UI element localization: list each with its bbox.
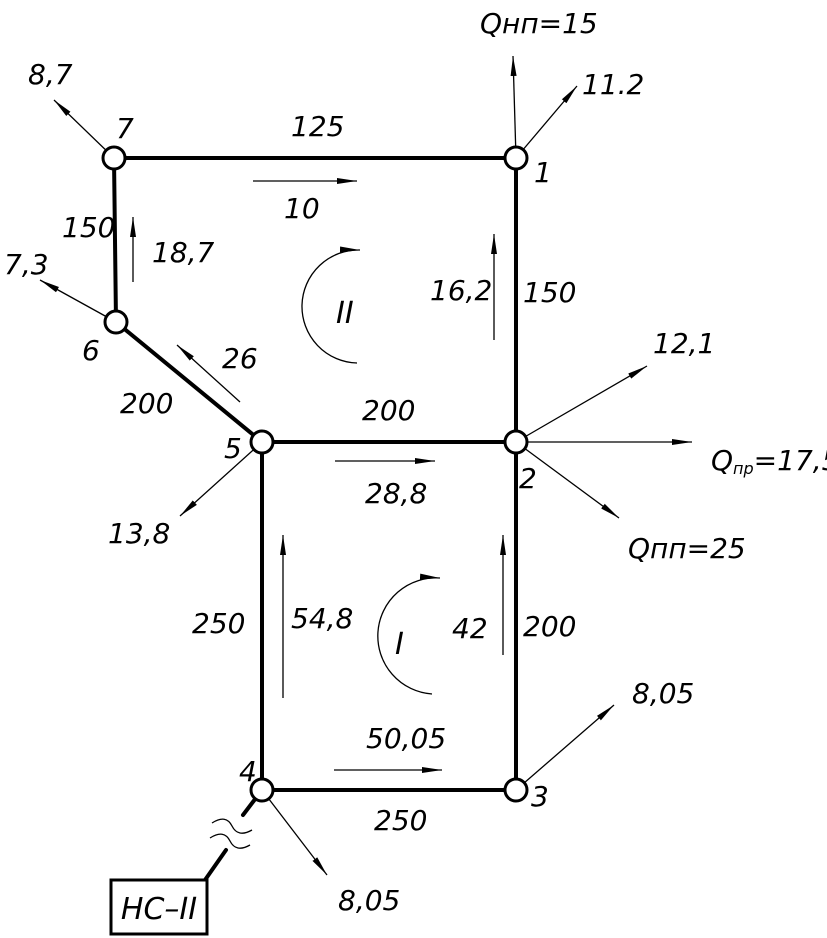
feed-pipe-lower [203,848,228,882]
ring-circulation: II I [301,246,441,695]
flow-2-1: 16,2 [430,274,492,307]
node-number-1: 1 [534,156,552,189]
q-pr-subscript: пр [733,459,754,478]
withdrawal-arrow-3 [515,704,615,791]
flow-arrows [130,178,506,773]
flow-4-3: 50,05 [366,722,446,755]
withdrawal-arrow-4 [261,789,328,876]
node-2 [503,429,529,455]
flow-5-2: 28,8 [365,477,427,510]
withdrawal-7: 8,7 [28,58,73,91]
concentrated-arrow-2-pp [515,441,620,519]
q-pr-value: =17,5 [754,444,827,477]
node-number-7: 7 [116,112,134,145]
flow-5-6: 26 [222,342,258,375]
concentrated-consumers: Qнп=15 Qпр=17,5 Qпп=25 [480,7,827,565]
node-6 [103,309,129,335]
withdrawal-arrow-7 [53,99,115,159]
node-number-6: 6 [82,334,100,367]
node-number-3: 3 [531,780,549,813]
length-4-3: 250 [374,804,427,837]
node-5 [249,429,275,455]
pipe-length-labels: 125 150 200 200 250 250 200 150 [62,110,576,837]
node-3 [503,777,529,803]
withdrawal-5: 13,8 [108,517,170,550]
node-number-2: 2 [519,462,537,495]
ring-2-label: II [336,296,354,331]
withdrawal-3: 8,05 [632,677,694,710]
pump-station: НС–II [109,878,209,936]
flow-3-2: 42 [452,612,488,645]
withdrawal-arrow-6 [39,279,117,323]
length-2-3: 200 [523,610,576,643]
feed-line [203,788,264,882]
withdrawal-arrow-1 [515,85,578,159]
pipe-6-5 [114,320,264,444]
withdrawal-4: 8,05 [338,884,400,917]
withdrawal-2: 12,1 [653,327,715,360]
length-5-4: 250 [192,607,245,640]
flow-labels: 10 16,2 28,8 42 50,05 54,8 26 18,7 [152,192,492,755]
q-pp-label: Qпп=25 [628,532,746,565]
flow-4-5: 54,8 [291,602,353,635]
withdrawal-labels: 8,7 7,3 13,8 11.2 12,1 8,05 8,05 [4,58,715,917]
node-numbers: 1 2 3 4 5 6 7 [82,112,552,813]
pump-station-label: НС–II [121,892,197,927]
flow-6-7: 18,7 [152,236,215,269]
withdrawal-6: 7,3 [4,248,49,281]
ring-1-label: I [395,627,404,662]
pipes [112,156,518,792]
q-np-label: Qнп=15 [480,7,598,40]
node-7 [101,145,127,171]
length-6-5: 200 [120,387,173,420]
withdrawal-arrow-5 [179,441,263,517]
node-number-5: 5 [224,432,242,465]
pipe-break-mark-upper [211,818,253,834]
ring-2-circulation-arrow [301,246,361,364]
nodes [101,145,529,803]
pump-station-box [109,878,209,936]
withdrawal-1: 11.2 [582,68,644,101]
flow-7-1: 10 [284,192,320,225]
node-number-4: 4 [239,755,257,788]
pipe-6-7 [112,156,118,324]
q-pr-symbol: Q [711,444,733,477]
length-1-2: 150 [523,276,576,309]
length-6-7: 150 [62,211,115,244]
flow-arrow-5-6 [176,344,241,403]
withdrawal-arrow-2 [515,365,648,443]
node-4 [249,777,275,803]
withdrawal-arrows [39,55,692,876]
concentrated-arrow-1-np [510,55,517,159]
q-pr-label: Qпр=17,5 [711,444,827,478]
length-5-2: 200 [362,394,415,427]
node-1 [503,145,529,171]
ring-1-circulation-arrow [377,573,441,695]
length-7-1: 125 [291,110,344,143]
pipe-break-mark-lower [209,833,251,849]
